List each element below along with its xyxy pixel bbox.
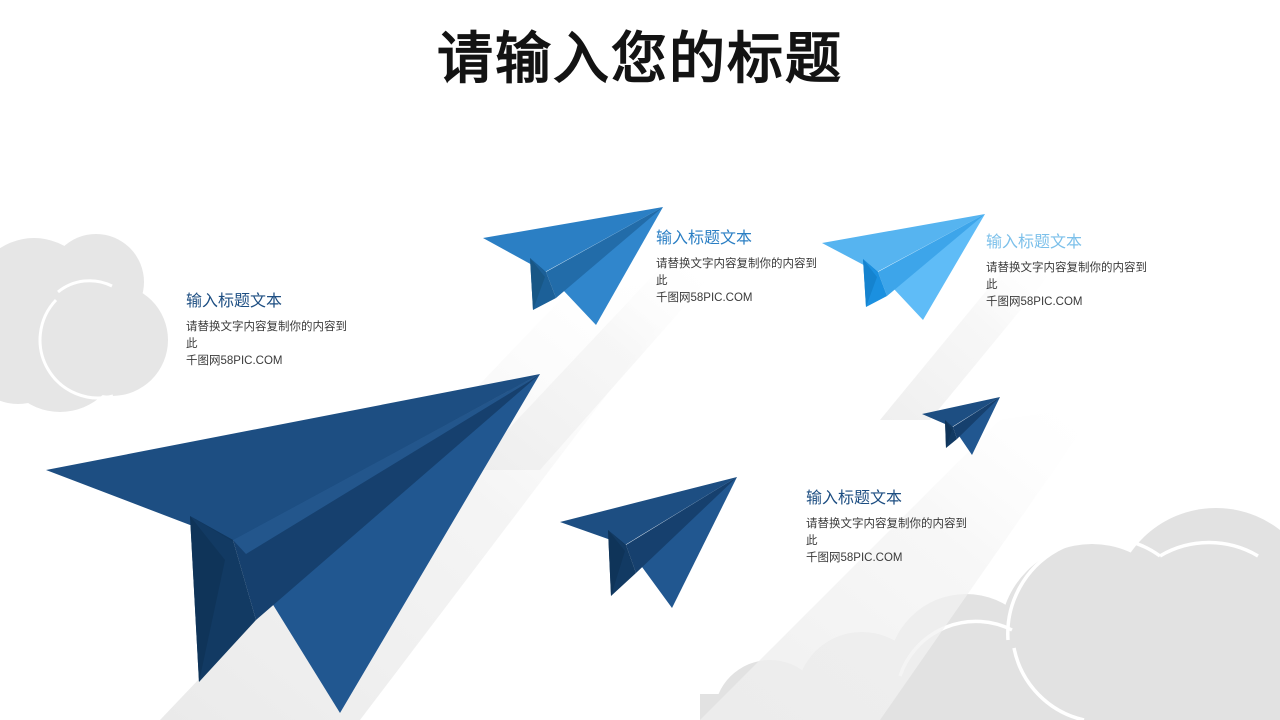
callout-1-title: 输入标题文本 bbox=[186, 293, 283, 310]
paper-plane-navy bbox=[560, 477, 737, 608]
callout-3-watermark: 千图网58PIC.COM bbox=[986, 296, 1083, 308]
callout-1-watermark: 千图网58PIC.COM bbox=[186, 355, 283, 367]
callout-2-title: 输入标题文本 bbox=[656, 230, 753, 247]
paper-plane-small-navy bbox=[922, 397, 1000, 455]
callout-2-body-line-2: 此 bbox=[656, 275, 668, 287]
callout-block-3: 输入标题文本 请替换文字内容复制你的内容到 此 千图网58PIC.COM bbox=[986, 233, 1192, 311]
callout-4-body-line-1: 请替换文字内容复制你的内容到 bbox=[806, 518, 967, 530]
callout-block-4: 输入标题文本 请替换文字内容复制你的内容到 此 千图网58PIC.COM bbox=[806, 489, 1012, 567]
callout-block-1: 输入标题文本 请替换文字内容复制你的内容到 此 千图网58PIC.COM bbox=[186, 292, 398, 370]
callout-1-body-line-2: 此 bbox=[186, 338, 198, 350]
callout-1-body-line-1: 请替换文字内容复制你的内容到 bbox=[186, 321, 347, 333]
callout-2-body: 请替换文字内容复制你的内容到 此 千图网58PIC.COM bbox=[656, 256, 852, 307]
paper-plane-large-navy bbox=[46, 374, 540, 713]
callout-2-watermark: 千图网58PIC.COM bbox=[656, 292, 753, 304]
callout-3-body: 请替换文字内容复制你的内容到 此 千图网58PIC.COM bbox=[986, 260, 1188, 311]
callout-3-body-line-1: 请替换文字内容复制你的内容到 bbox=[986, 262, 1147, 274]
paper-plane-medium-blue bbox=[483, 207, 663, 325]
callout-4-body: 请替换文字内容复制你的内容到 此 千图网58PIC.COM bbox=[806, 516, 1008, 567]
callout-4-body-line-2: 此 bbox=[806, 535, 818, 547]
callout-4-watermark: 千图网58PIC.COM bbox=[806, 552, 903, 564]
callout-4-title: 输入标题文本 bbox=[806, 490, 903, 507]
callout-1-body: 请替换文字内容复制你的内容到 此 千图网58PIC.COM bbox=[186, 319, 392, 370]
cloud-left bbox=[0, 234, 168, 412]
callout-3-title: 输入标题文本 bbox=[986, 234, 1083, 251]
page-title: 请输入您的标题 bbox=[437, 26, 843, 92]
cloud-left-highlight bbox=[38, 279, 114, 400]
callout-3-body-line-2: 此 bbox=[986, 279, 998, 291]
callout-2-body-line-1: 请替换文字内容复制你的内容到 bbox=[656, 258, 817, 270]
callout-block-2: 输入标题文本 请替换文字内容复制你的内容到 此 千图网58PIC.COM bbox=[656, 229, 856, 307]
